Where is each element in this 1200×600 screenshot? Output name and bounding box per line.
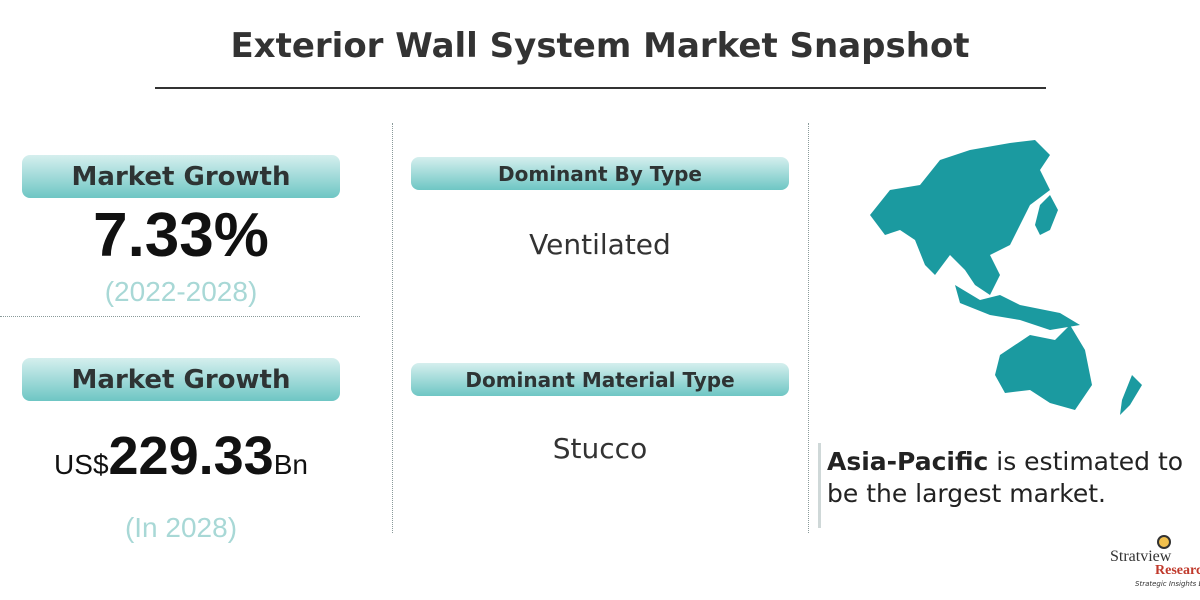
market-size-label: Market Growth [22,358,340,401]
region-statement: Asia-Pacific is estimated to be the larg… [827,446,1200,510]
size-year: (In 2028) [124,512,238,543]
new-zealand [1120,375,1142,415]
quote-bar [818,443,821,528]
dominant-type-value: Ventilated [529,228,671,261]
left-divider [0,316,360,317]
southeast-asia-islands [955,285,1080,330]
magnifier-chart-icon [1157,535,1171,549]
page-title: Exterior Wall System Market Snapshot [230,26,970,66]
market-size: US$229.33Bn [22,425,340,487]
region-name: Asia-Pacific [827,447,989,476]
logo-tagline: Strategic Insights Delivered [1135,580,1200,588]
cagr-period: (2022-2028) [104,276,258,307]
currency-prefix: US$ [54,449,109,480]
column-divider [392,123,393,533]
column-divider [808,123,809,533]
logo-stratview: Stratview [1110,548,1172,565]
logo-research: Research [1155,563,1200,578]
japan-islands [1035,195,1058,235]
size-unit: Bn [273,449,308,480]
title-divider [155,87,1046,89]
dominant-type-label: Dominant By Type [411,157,789,190]
region-text: is estimated to be the largest market. [827,447,1184,508]
size-value: 229.33 [108,426,274,486]
asia-landmass [870,140,1050,295]
market-growth-label: Market Growth [22,155,340,198]
cagr-value: 7.33% [93,201,269,270]
dominant-material-value: Stucco [552,432,648,465]
australia [995,325,1092,410]
dominant-material-label: Dominant Material Type [411,363,789,396]
asia-pacific-map [870,140,1142,415]
